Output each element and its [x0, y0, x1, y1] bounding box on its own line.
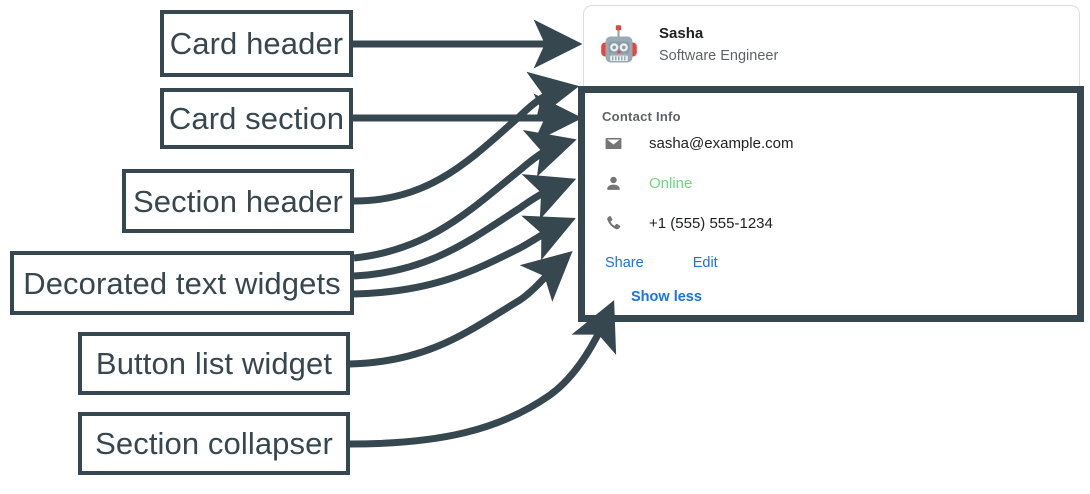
card-header-title: Sasha: [659, 25, 704, 42]
label-decorated-text-widgets: Decorated text widgets: [10, 251, 354, 315]
section-collapser: Show less: [602, 282, 1079, 312]
decorated-text-widget-phone: +1 (555) 555-1234: [602, 203, 1079, 243]
decorated-text-widget-status: Online: [602, 163, 1079, 203]
label-section-header: Section header: [122, 169, 354, 233]
label-card-header: Card header: [160, 10, 353, 77]
label-section-collapser: Section collapser: [78, 412, 350, 475]
card-header-subtitle: Software Engineer: [659, 48, 779, 65]
edit-button[interactable]: Edit: [692, 254, 718, 271]
card-header: Sasha Software Engineer: [584, 6, 1079, 86]
profile-card: Sasha Software Engineer Contact Info sas…: [583, 5, 1080, 321]
card-header-text: Sasha Software Engineer: [659, 24, 778, 68]
phone-icon: [602, 212, 624, 234]
section-header: Contact Info: [602, 109, 681, 124]
show-less-button[interactable]: Show less: [631, 288, 702, 305]
arrow-section-collapser: [349, 300, 617, 448]
button-list-widget: Share Edit: [602, 246, 1079, 280]
label-button-list-widget: Button list widget: [78, 332, 350, 395]
status-value: Online: [649, 174, 693, 192]
arrow-section-header: [353, 71, 580, 205]
arrow-button-list: [349, 250, 573, 368]
card-section: Contact Info sasha@example.com Online: [584, 88, 1079, 312]
label-card-section: Card section: [160, 88, 353, 149]
envelope-icon: [602, 132, 624, 154]
arrow-decorated-2: [353, 174, 577, 280]
share-button[interactable]: Share: [605, 254, 644, 271]
email-value: sasha@example.com: [649, 134, 794, 152]
arrow-decorated-1: [353, 129, 577, 262]
person-icon: [602, 172, 624, 194]
arrow-decorated-3: [353, 215, 576, 298]
decorated-text-widget-email: sasha@example.com: [602, 123, 1079, 163]
phone-value: +1 (555) 555-1234: [649, 214, 773, 232]
robot-avatar-icon: [598, 23, 640, 69]
